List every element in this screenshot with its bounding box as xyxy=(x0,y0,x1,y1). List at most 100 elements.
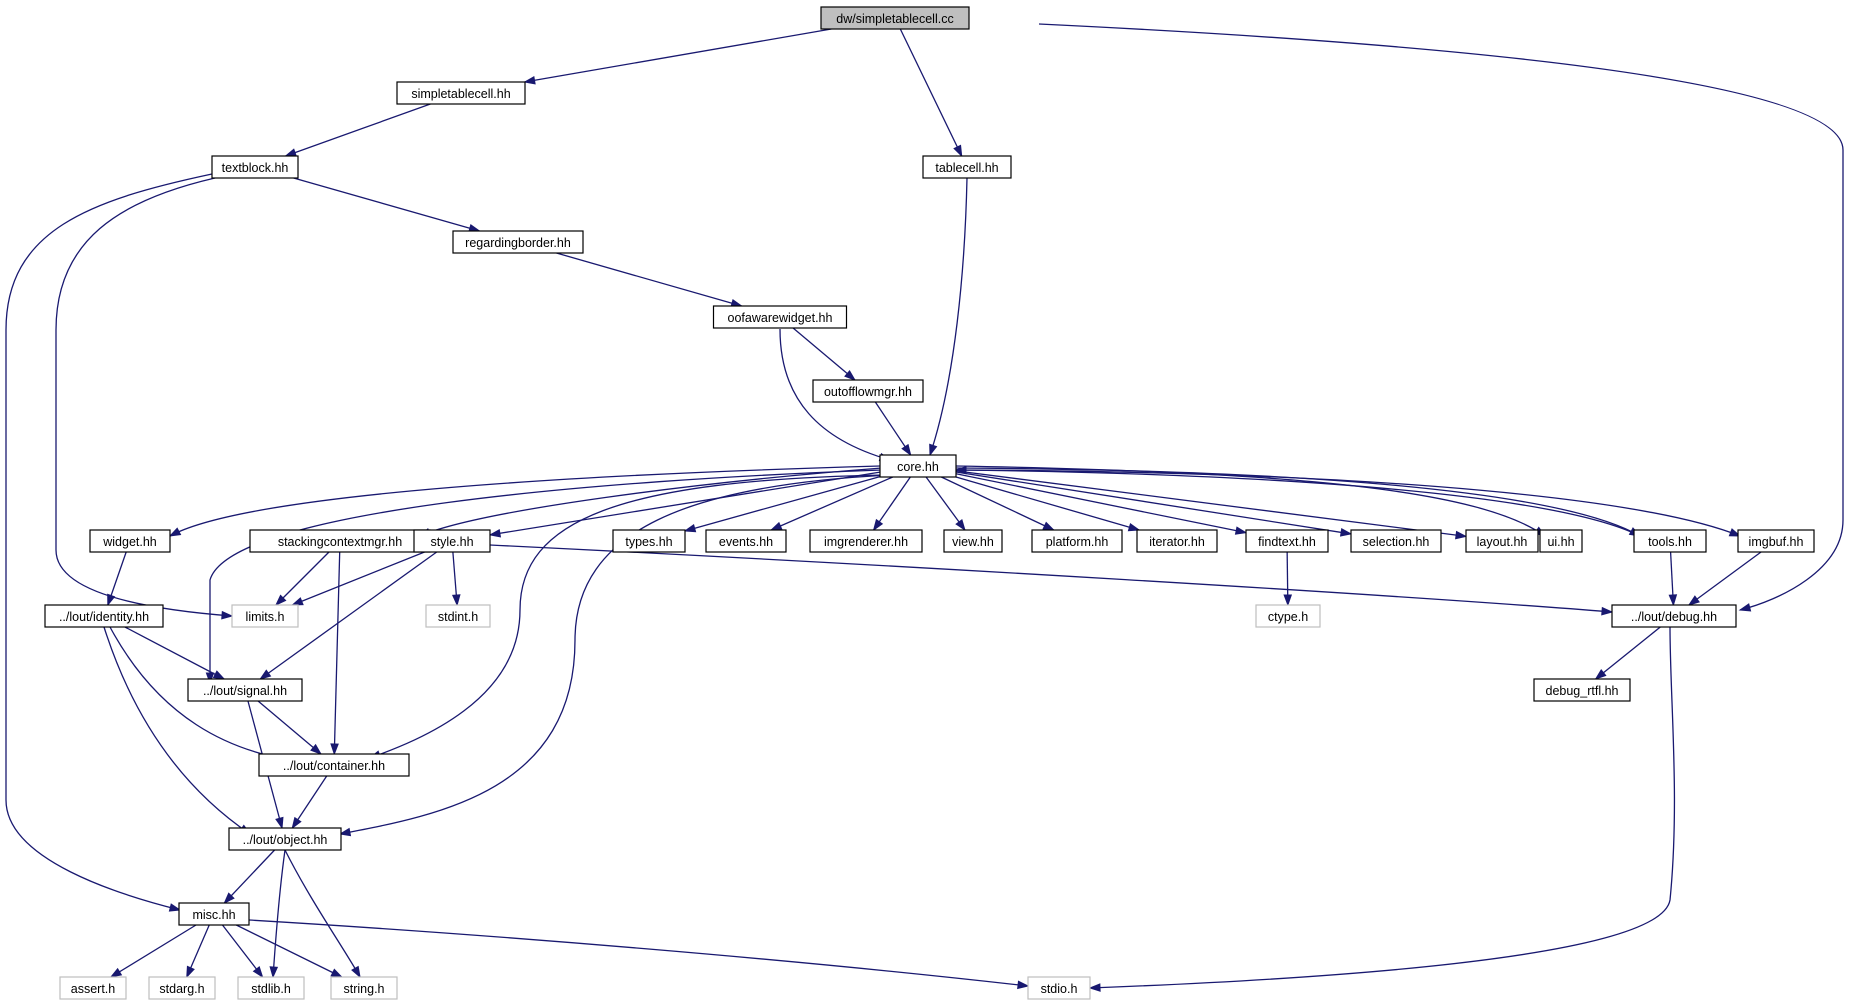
edge-identity-to-object xyxy=(103,626,252,835)
edge-tools-to-core xyxy=(954,465,1641,537)
node-misc[interactable]: misc.hh xyxy=(178,902,250,926)
node-label: ../lout/identity.hh xyxy=(59,610,149,624)
node-box xyxy=(712,305,848,329)
node-regardingborder[interactable]: regardingborder.hh xyxy=(452,230,584,254)
node-box xyxy=(1255,604,1321,628)
node-label: tablecell.hh xyxy=(935,161,998,175)
edge-misc-to-stdio xyxy=(248,919,1030,990)
node-string: string.h xyxy=(330,976,398,1000)
node-simpletablecell[interactable]: simpletablecell.hh xyxy=(396,81,526,105)
edge-line xyxy=(223,849,276,904)
edge-line xyxy=(955,470,1467,538)
edge-object-to-stdlib xyxy=(269,849,286,979)
edge-line xyxy=(285,103,431,157)
edge-object-to-misc xyxy=(223,849,276,905)
edge-imgbuf-to-debug xyxy=(1687,551,1762,606)
node-view[interactable]: view.hh xyxy=(943,529,1003,553)
edge-widget-to-identity xyxy=(107,551,127,607)
node-box xyxy=(425,604,491,628)
arrowhead-signal-object xyxy=(275,816,284,830)
edge-core-to-stackingcontextmgr xyxy=(418,467,883,537)
edge-core-to-imgbuf xyxy=(955,469,1742,537)
node-layout[interactable]: layout.hh xyxy=(1465,529,1539,553)
arrowhead-style-limits xyxy=(291,597,304,606)
node-label: platform.hh xyxy=(1046,535,1109,549)
edge-oofawarewidget-to-outofflowmgr xyxy=(792,327,857,381)
node-label: simpletablecell.hh xyxy=(411,87,510,101)
node-debug-rtfl[interactable]: debug_rtfl.hh xyxy=(1533,678,1631,702)
edge-line xyxy=(792,327,856,381)
node-selection[interactable]: selection.hh xyxy=(1350,529,1442,553)
edge-line xyxy=(1595,626,1661,680)
arrowhead-style-signal xyxy=(259,669,272,680)
edge-line xyxy=(259,551,438,680)
node-assert: assert.h xyxy=(59,976,127,1000)
node-widget[interactable]: widget.hh xyxy=(89,529,171,553)
node-tablecell[interactable]: tablecell.hh xyxy=(922,155,1012,179)
arrowhead-core-view xyxy=(955,518,966,532)
node-events[interactable]: events.hh xyxy=(705,529,787,553)
edge-core-to-findtext xyxy=(955,473,1248,535)
arrowhead-core-layout xyxy=(1455,530,1468,540)
edge-line xyxy=(419,467,883,537)
arrowhead-debug-debug_rtfl xyxy=(1594,669,1607,680)
node-root[interactable]: dw/simpletablecell.cc xyxy=(820,6,970,30)
node-box xyxy=(705,529,787,553)
arrowhead-core-events xyxy=(769,521,783,531)
edge-debug-to-stdio xyxy=(1088,626,1676,992)
edge-line xyxy=(1038,23,1844,611)
node-box xyxy=(231,604,299,628)
node-label: ../lout/object.hh xyxy=(243,833,328,847)
edge-line xyxy=(293,177,480,232)
node-box xyxy=(211,155,299,179)
edge-textblock-to-limits xyxy=(55,177,234,620)
node-label: stackingcontextmgr.hh xyxy=(278,535,402,549)
node-stdarg: stdarg.h xyxy=(148,976,216,1000)
node-findtext[interactable]: findtext.hh xyxy=(1245,529,1329,553)
node-container[interactable]: ../lout/container.hh xyxy=(258,753,410,777)
node-imgbuf[interactable]: imgbuf.hh xyxy=(1737,529,1815,553)
edge-line xyxy=(941,476,1054,531)
node-box xyxy=(612,529,686,553)
node-core[interactable]: core.hh xyxy=(879,454,957,478)
node-box xyxy=(413,529,491,553)
edge-core-to-view xyxy=(925,476,966,532)
arrowhead-identity-signal xyxy=(212,670,226,680)
node-imgrenderer[interactable]: imgrenderer.hh xyxy=(809,529,923,553)
node-box xyxy=(879,454,957,478)
edge-line xyxy=(103,626,251,835)
node-box xyxy=(1136,529,1218,553)
node-label: selection.hh xyxy=(1363,535,1430,549)
node-box xyxy=(178,902,250,926)
edge-style-to-stdint xyxy=(451,551,461,607)
edge-stackingcontextmgr-to-container xyxy=(330,551,341,756)
node-platform[interactable]: platform.hh xyxy=(1031,529,1123,553)
edge-core-to-layout xyxy=(955,470,1468,540)
node-label: types.hh xyxy=(625,535,672,549)
edge-core-to-events xyxy=(769,476,894,531)
node-types[interactable]: types.hh xyxy=(612,529,686,553)
node-label: ../lout/debug.hh xyxy=(1631,610,1717,624)
node-tools[interactable]: tools.hh xyxy=(1633,529,1707,553)
edge-line xyxy=(684,475,881,532)
node-oofawarewidget[interactable]: oofawarewidget.hh xyxy=(712,305,848,329)
node-iterator[interactable]: iterator.hh xyxy=(1136,529,1218,553)
node-style[interactable]: style.hh xyxy=(413,529,491,553)
edge-stackingcontextmgr-to-limits xyxy=(274,551,330,607)
node-signal[interactable]: ../lout/signal.hh xyxy=(187,678,303,702)
arrowhead-core-types xyxy=(683,523,697,533)
node-debug[interactable]: ../lout/debug.hh xyxy=(1611,604,1737,628)
edge-textblock-to-misc xyxy=(5,173,213,912)
node-ui[interactable]: ui.hh xyxy=(1539,529,1583,553)
arrowhead-signal-container xyxy=(310,743,323,755)
arrowhead-imgbuf-debug xyxy=(1687,595,1700,606)
node-identity[interactable]: ../lout/identity.hh xyxy=(44,604,164,628)
node-textblock[interactable]: textblock.hh xyxy=(211,155,299,179)
node-stackingcontextmgr[interactable]: stackingcontextmgr.hh xyxy=(249,529,431,553)
node-outofflowmgr[interactable]: outofflowmgr.hh xyxy=(812,379,924,403)
edge-line xyxy=(333,551,341,755)
edge-line xyxy=(489,471,881,536)
node-box xyxy=(1031,529,1123,553)
node-label: string.h xyxy=(344,982,385,996)
node-object[interactable]: ../lout/object.hh xyxy=(228,827,342,851)
